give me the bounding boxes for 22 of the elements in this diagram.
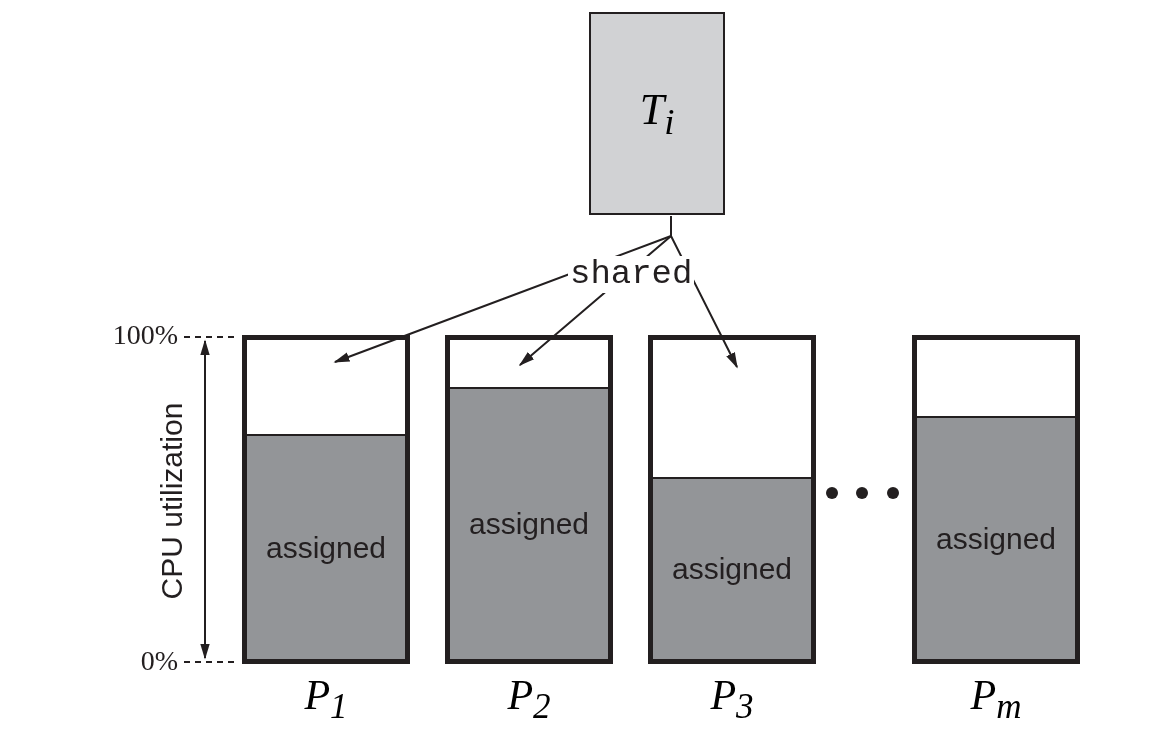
task-box xyxy=(589,12,725,215)
processor-bar xyxy=(445,335,613,664)
axis-tick-label: 0% xyxy=(140,646,178,677)
assigned-label: assigned xyxy=(265,530,387,565)
assigned-area xyxy=(247,436,405,659)
assigned-label: assigned xyxy=(671,552,793,586)
processor-bar xyxy=(648,335,816,664)
processor-bar xyxy=(242,335,410,664)
processor-label: P$_{2}$ xyxy=(506,671,552,729)
task-label: T$_{i}$ xyxy=(639,84,675,143)
axis-tick-label: 100% xyxy=(112,320,178,351)
assigned-label: assigned xyxy=(468,507,590,541)
assigned-area xyxy=(917,418,1075,659)
assigned-label: assigned xyxy=(935,521,1057,556)
processor-bar xyxy=(912,335,1080,664)
shared-label: shared xyxy=(568,256,695,294)
processor-label: P$_{3}$ xyxy=(709,671,755,729)
processor-label: P$_{m}$ xyxy=(969,671,1023,729)
processor-label: P$_{1}$ xyxy=(303,671,349,729)
assigned-area xyxy=(653,479,811,659)
axis-title: CPU utilization xyxy=(154,402,188,600)
assigned-area xyxy=(450,389,608,659)
